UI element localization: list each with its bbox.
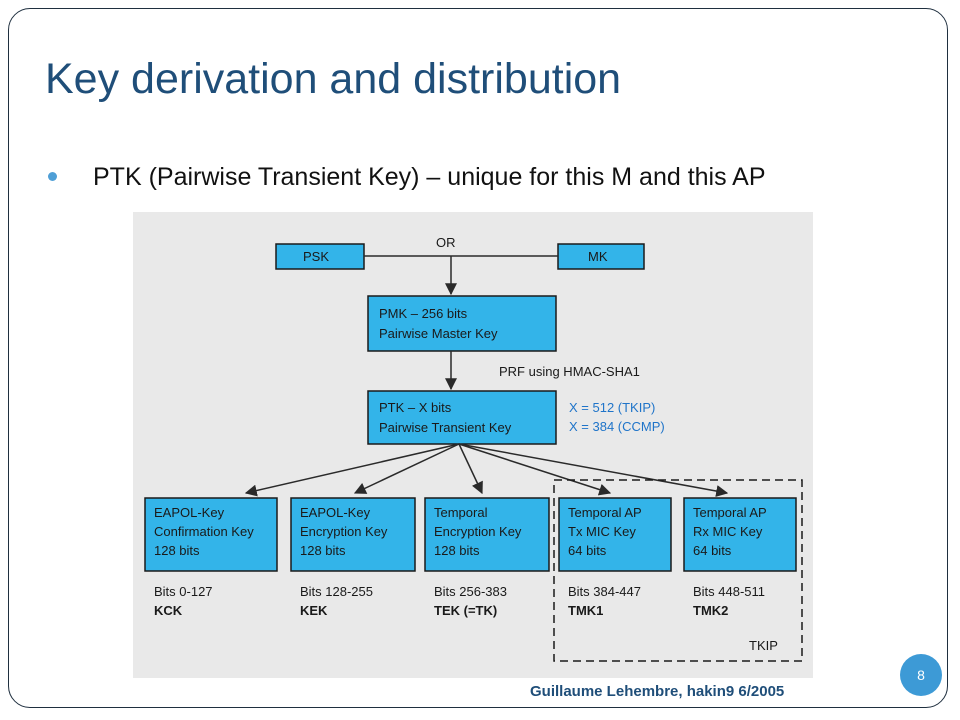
arrow-to-tmk1 bbox=[458, 443, 612, 496]
arrow-to-kek bbox=[353, 443, 460, 494]
key-kek-line3: 128 bits bbox=[300, 543, 346, 558]
key-tmk1-line3: 64 bits bbox=[568, 543, 607, 558]
pmk-box bbox=[367, 295, 557, 352]
key-kek-line1: EAPOL-Key bbox=[300, 505, 371, 520]
key-tmk2-line2: Rx MIC Key bbox=[693, 524, 763, 539]
ptk-line2: Pairwise Transient Key bbox=[379, 420, 512, 435]
key-tmk1: Temporal AP Tx MIC Key 64 bits Bits 384-… bbox=[558, 497, 672, 618]
key-tmk2-abbr: TMK2 bbox=[693, 603, 728, 618]
key-kck-line3: 128 bits bbox=[154, 543, 200, 558]
bullet-text: PTK (Pairwise Transient Key) – unique fo… bbox=[93, 163, 766, 191]
bullet-dot-icon bbox=[48, 172, 57, 181]
key-kek-bits: Bits 128-255 bbox=[300, 584, 373, 599]
x-note-ccmp: X = 384 (CCMP) bbox=[569, 419, 665, 434]
key-tmk2: Temporal AP Rx MIC Key 64 bits Bits 448-… bbox=[683, 497, 797, 618]
ptk-line1: PTK – X bits bbox=[379, 400, 452, 415]
arrow-to-tek bbox=[458, 443, 483, 495]
key-tek-line1: Temporal bbox=[434, 505, 488, 520]
key-kek-line2: Encryption Key bbox=[300, 524, 388, 539]
x-note-tkip: X = 512 (TKIP) bbox=[569, 400, 655, 415]
ptk-box bbox=[367, 390, 557, 445]
mk-label: MK bbox=[588, 249, 608, 264]
key-tmk1-bits: Bits 384-447 bbox=[568, 584, 641, 599]
key-tek: Temporal Encryption Key 128 bits Bits 25… bbox=[424, 497, 550, 618]
key-kck-bits: Bits 0-127 bbox=[154, 584, 213, 599]
key-tmk1-abbr: TMK1 bbox=[568, 603, 603, 618]
mk-box bbox=[557, 243, 645, 270]
key-tek-abbr: TEK (=TK) bbox=[434, 603, 497, 618]
key-hierarchy-diagram: PSK MK OR PMK – 256 bits Pairwise Master… bbox=[133, 212, 813, 678]
key-tek-line2: Encryption Key bbox=[434, 524, 522, 539]
key-kck: EAPOL-Key Confirmation Key 128 bits Bits… bbox=[144, 497, 278, 618]
slide-title: Key derivation and distribution bbox=[45, 55, 622, 103]
key-tmk2-line1: Temporal AP bbox=[693, 505, 767, 520]
key-kck-line2: Confirmation Key bbox=[154, 524, 254, 539]
key-kck-line1: EAPOL-Key bbox=[154, 505, 225, 520]
tkip-group-border bbox=[553, 479, 803, 662]
key-tek-line3: 128 bits bbox=[434, 543, 480, 558]
key-kek: EAPOL-Key Encryption Key 128 bits Bits 1… bbox=[290, 497, 416, 618]
footer-credit: Guillaume Lehembre, hakin9 6/2005 bbox=[530, 683, 785, 700]
arrow-to-kck bbox=[244, 443, 460, 497]
tkip-label: TKIP bbox=[749, 638, 778, 653]
pmk-line1: PMK – 256 bits bbox=[379, 306, 468, 321]
pmk-line2: Pairwise Master Key bbox=[379, 326, 498, 341]
key-kck-abbr: KCK bbox=[154, 603, 183, 618]
key-kek-abbr: KEK bbox=[300, 603, 328, 618]
psk-box bbox=[275, 243, 365, 270]
slide-frame bbox=[8, 8, 948, 708]
key-tmk1-line2: Tx MIC Key bbox=[568, 524, 636, 539]
key-tmk2-line3: 64 bits bbox=[693, 543, 732, 558]
prf-label: PRF using HMAC-SHA1 bbox=[499, 364, 640, 379]
or-label: OR bbox=[436, 235, 456, 250]
arrow-to-tmk2 bbox=[458, 443, 729, 497]
key-tek-bits: Bits 256-383 bbox=[434, 584, 507, 599]
key-tmk2-bits: Bits 448-511 bbox=[693, 584, 765, 599]
psk-label: PSK bbox=[303, 249, 329, 264]
key-tmk1-line1: Temporal AP bbox=[568, 505, 642, 520]
page-number-badge: 8 bbox=[900, 654, 942, 696]
